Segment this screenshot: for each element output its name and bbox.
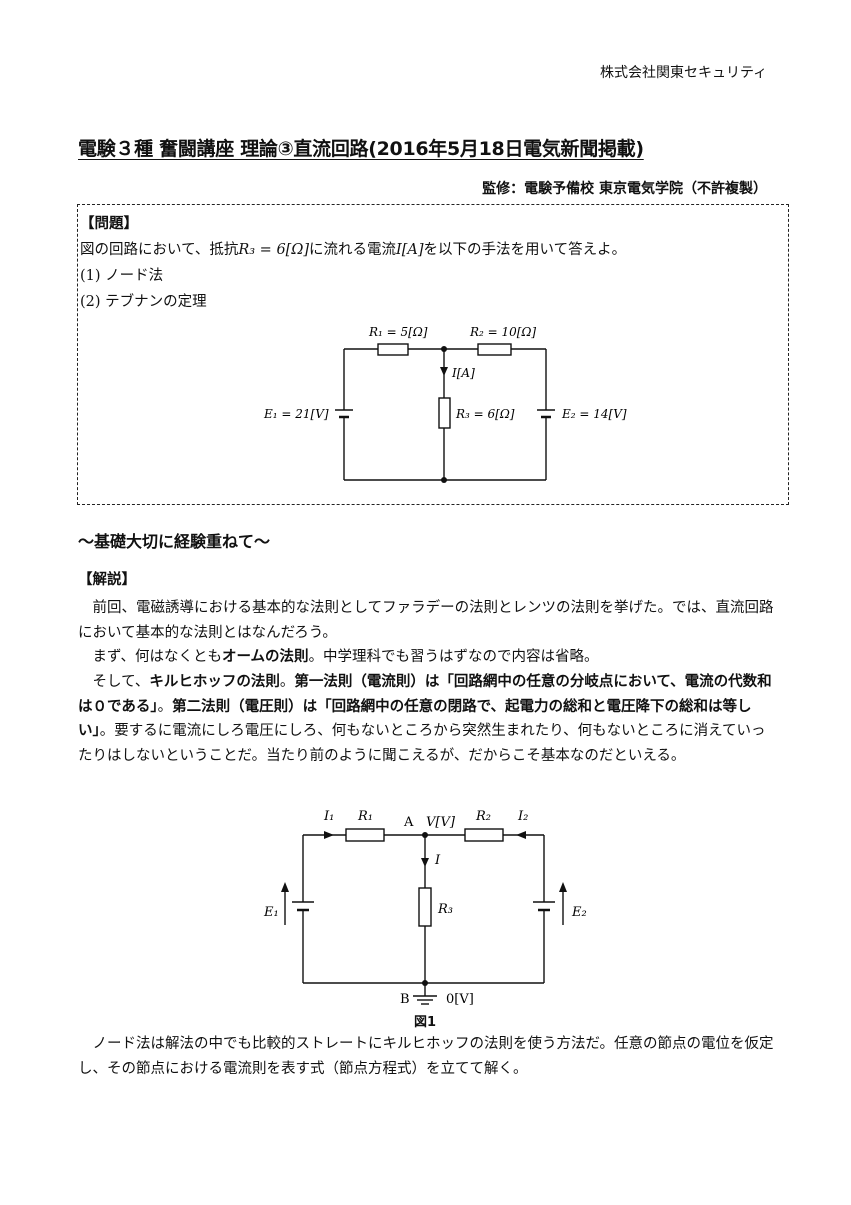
second-law-text: 第二法則（電圧則）は「回路網中の任意の閉路で、起電力の総和と電圧降下の総和は等し…: [78, 698, 752, 740]
problem-text-post: を以下の手法を用いて答えよ。: [423, 242, 627, 258]
r1-label: R₁ = 5[Ω]: [368, 325, 428, 339]
r3-expression: R₃ = 6[Ω]: [238, 242, 310, 258]
p3-pre: そして、: [78, 674, 150, 690]
p2-post: 。中学理科でも習うはずなので内容は省略。: [308, 649, 599, 665]
p3-t2: 。: [157, 698, 173, 715]
problem-text-mid: に流れる電流: [309, 242, 397, 258]
company-name: 株式会社関東セキュリティ: [600, 65, 768, 81]
p2-pre: まず、何はなくとも: [78, 649, 222, 665]
fig1-zero-v-label: 0[V]: [446, 992, 474, 1007]
fig1-i-label: I: [434, 853, 441, 868]
fig1-e2-label: E₂: [571, 905, 587, 920]
kirchhoff-law-text: キルヒホッフの法則: [149, 674, 280, 690]
e2-label: E₂ = 14[V]: [561, 407, 627, 421]
explanation-paragraph-3: そして、キルヒホッフの法則。第一法則（電流則）は「回路網中の任意の分岐点において…: [78, 670, 778, 768]
fig1-r1-label: R₁: [357, 809, 373, 824]
figure-1-caption: 図1: [414, 1015, 437, 1030]
problem-text-pre: 図の回路において、抵抗: [80, 242, 239, 258]
fig1-i1-label: I₁: [323, 809, 334, 824]
r3-label: R₃ = 6[Ω]: [455, 407, 515, 421]
fig1-r3-label: R₃: [437, 902, 453, 917]
problem-heading: 【問題】: [80, 216, 138, 232]
fig1-v-label: V[V]: [426, 815, 456, 830]
problem-box: 【問題】 図の回路において、抵抗R₃ = 6[Ω]に流れる電流I[A]を以下の手…: [77, 204, 789, 505]
problem-statement: 図の回路において、抵抗R₃ = 6[Ω]に流れる電流I[A]を以下の手法を用いて…: [80, 237, 626, 263]
problem-text: 【問題】 図の回路において、抵抗R₃ = 6[Ω]に流れる電流I[A]を以下の手…: [80, 211, 626, 315]
supervisor-note: 監修：電験予備校 東京電気学院（不許複製）: [482, 181, 767, 197]
first-law-text: 第一法則（電流則）は「回路網中の任意の分岐点において、電流の代数和は０である」: [78, 674, 772, 715]
fig1-r2-label: R₂: [475, 809, 491, 824]
problem-item-1: (1) ノード法: [80, 268, 164, 284]
current-label: I[A]: [451, 366, 475, 380]
section-heading: ～基礎大切に経験重ねて～: [78, 532, 271, 551]
explanation-paragraph-2: まず、何はなくともオームの法則。中学理科でも習うはずなので内容は省略。: [78, 645, 778, 670]
fig1-e1-label: E₁: [263, 905, 279, 920]
problem-item-2: (2) テブナンの定理: [80, 294, 207, 310]
e1-label: E₁ = 21[V]: [263, 407, 329, 421]
p3-t1: 。: [279, 674, 295, 690]
figure-1-circuit: I₁ R₁ A V[V] R₂ I₂ I R₃ E₁ E₂ B 0[V]: [263, 809, 587, 1007]
fig1-node-a-label: A: [403, 815, 414, 830]
r2-label: R₂ = 10[Ω]: [469, 325, 536, 339]
page-title: 電験３種 奮闘講座 理論③直流回路(2016年5月18日電気新聞掲載): [78, 138, 644, 160]
explanation-heading: 【解説】: [78, 572, 136, 588]
current-expression: I[A]: [396, 242, 424, 258]
problem-circuit-diagram: R₁ = 5[Ω] R₂ = 10[Ω] I[A] R₃ = 6[Ω] E₁ =…: [263, 325, 627, 483]
fig1-i2-label: I₂: [517, 809, 528, 824]
explanation-paragraph-4: ノード法は解法の中でも比較的ストレートにキルヒホッフの法則を使う方法だ。任意の節…: [78, 1036, 774, 1077]
explanation-paragraph-1: 前回、電磁誘導における基本的な法則としてファラデーの法則とレンツの法則を挙げた。…: [78, 600, 774, 641]
ohms-law-text: オームの法則: [221, 649, 309, 665]
p3-post: 。要するに電流にしろ電圧にしろ、何もないところから突然生まれたり、何もないところ…: [78, 723, 766, 764]
fig1-node-b-label: B: [400, 992, 410, 1007]
